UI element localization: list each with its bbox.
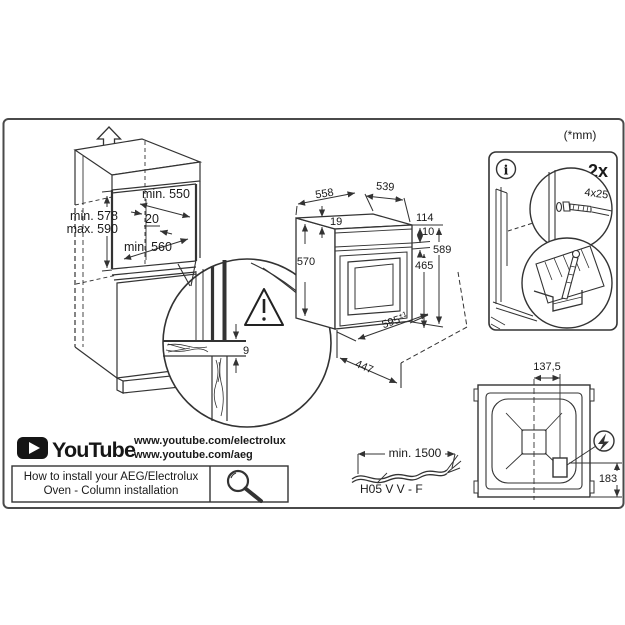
info-icon: i bbox=[495, 158, 517, 180]
dim-offset-x: 137,5 bbox=[533, 361, 561, 373]
dim-niche-height-min: min. 578 bbox=[70, 209, 118, 223]
caption-line1: How to install your AEG/Electrolux bbox=[24, 471, 199, 483]
shelf-detail-circle: 9 bbox=[162, 258, 332, 428]
youtube-url-aeg: www.youtube.com/aeg bbox=[133, 449, 253, 461]
dim-niche-depth-top: min. 550 bbox=[142, 187, 190, 201]
warning-icon bbox=[244, 288, 284, 326]
dim-side-height: 570 bbox=[297, 256, 315, 268]
dim-cable-length: min. 1500 bbox=[389, 446, 442, 460]
cable-line bbox=[351, 469, 448, 480]
dim-top-trim: 19 bbox=[330, 216, 342, 228]
caption-line2: Oven - Column installation bbox=[44, 485, 179, 497]
junction-box bbox=[552, 457, 568, 478]
screw-icon bbox=[562, 201, 613, 217]
dim-back-gap: 20 bbox=[145, 212, 159, 226]
youtube-play-icon bbox=[17, 437, 48, 459]
dim-depth-top: 558 bbox=[315, 187, 335, 202]
dim-screw-size: 4x25 bbox=[584, 187, 609, 202]
video-caption-box: How to install your AEG/Electrolux Oven … bbox=[11, 465, 289, 503]
dim-total-height: 589 bbox=[433, 244, 451, 256]
dim-bottom-depth: 447 bbox=[353, 358, 375, 376]
youtube-block: YouTube www.youtube.com/electrolux www.y… bbox=[17, 435, 287, 462]
power-cable-drawing: min. 1500 H05 V V - F bbox=[351, 445, 462, 496]
dim-door-height: 465 bbox=[415, 260, 433, 272]
screw-kit-box: i 2x 4x25 bbox=[488, 151, 618, 331]
dim-gap: 10 bbox=[422, 226, 434, 238]
cable-wires bbox=[446, 454, 462, 474]
dim-panel-height: 114 bbox=[416, 212, 434, 224]
dim-offset-y: 183 bbox=[599, 473, 617, 485]
unit-note: (*mm) bbox=[564, 128, 597, 142]
svg-text:i: i bbox=[504, 164, 509, 179]
dim-front-width: 595±1 bbox=[380, 309, 410, 331]
electrical-icon bbox=[593, 430, 615, 452]
wood-grain bbox=[165, 343, 224, 417]
bracket-detail-circle bbox=[521, 237, 613, 329]
youtube-url-electrolux: www.youtube.com/electrolux bbox=[133, 435, 287, 447]
oven-drawing: 539 558 19 570 114 10 589 465 595±1 447 bbox=[295, 180, 468, 388]
dim-niche-height-max: max. 590 bbox=[67, 222, 118, 236]
page-frame bbox=[2, 118, 625, 509]
magnifier-icon bbox=[226, 469, 263, 503]
top-view-drawing: 137,5 183 bbox=[473, 361, 622, 500]
dim-shelf-overhang: 9 bbox=[243, 345, 249, 357]
dim-niche-depth-bottom: min. 560 bbox=[124, 240, 172, 254]
oven-side-sketch bbox=[490, 187, 538, 330]
cable-type: H05 V V - F bbox=[360, 482, 423, 496]
dim-body-width-top: 539 bbox=[376, 180, 395, 193]
youtube-brand: YouTube bbox=[52, 438, 136, 462]
